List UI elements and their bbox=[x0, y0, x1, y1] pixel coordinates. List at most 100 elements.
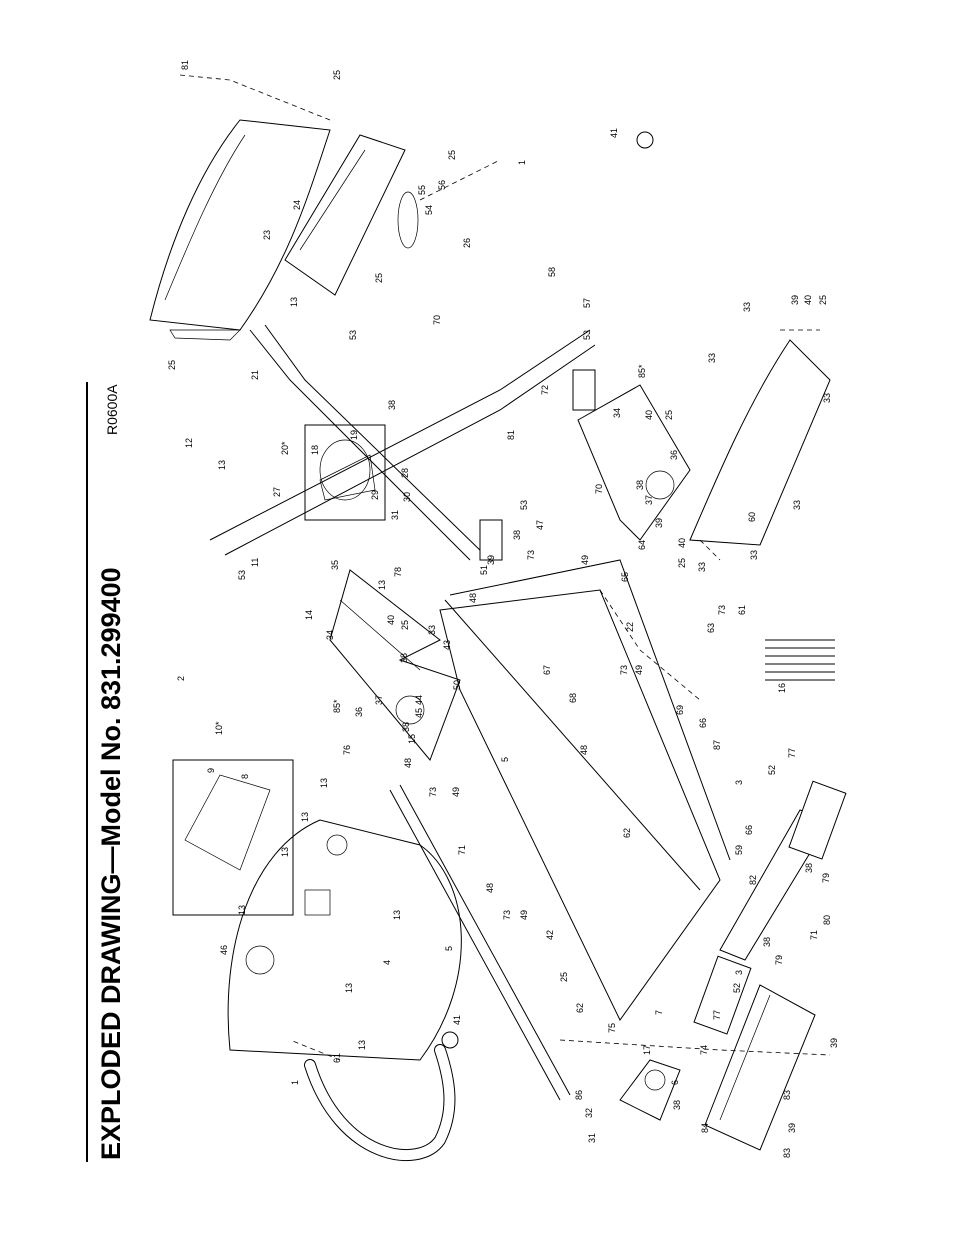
callout-69: 69 bbox=[675, 705, 685, 715]
front-end-cap bbox=[704, 984, 816, 1151]
callout-15: 15 bbox=[407, 734, 417, 744]
callout-39: 39 bbox=[654, 518, 664, 528]
upright-frame bbox=[209, 324, 596, 561]
callout-13: 13 bbox=[344, 983, 354, 993]
callout-26: 26 bbox=[462, 238, 472, 248]
callout-77: 77 bbox=[787, 748, 797, 758]
callout-38: 38 bbox=[399, 653, 409, 663]
callout-40: 40 bbox=[677, 538, 687, 548]
callout-51: 51 bbox=[479, 565, 489, 575]
callout-22: 22 bbox=[625, 622, 635, 632]
callout-49: 49 bbox=[519, 910, 529, 920]
side-rail-cover bbox=[689, 339, 831, 546]
callout-7: 7 bbox=[654, 1010, 664, 1015]
callout-81: 81 bbox=[506, 430, 516, 440]
callout-39: 39 bbox=[486, 555, 496, 565]
callout-38: 38 bbox=[387, 400, 397, 410]
callout-52: 52 bbox=[767, 765, 777, 775]
callout-5: 5 bbox=[500, 757, 510, 762]
callout-32: 32 bbox=[584, 1108, 594, 1118]
callout-19: 19 bbox=[349, 430, 359, 440]
callout-61: 61 bbox=[737, 605, 747, 615]
callout-53: 53 bbox=[582, 330, 592, 340]
callout-6: 6 bbox=[670, 1080, 680, 1085]
callout-25: 25 bbox=[400, 620, 410, 630]
callout-31: 31 bbox=[587, 1133, 597, 1143]
callout-33: 33 bbox=[742, 302, 752, 312]
motor-hood bbox=[149, 119, 331, 341]
callout-38: 38 bbox=[512, 530, 522, 540]
callout-71: 71 bbox=[457, 845, 467, 855]
callout-39: 39 bbox=[787, 1123, 797, 1133]
callout-61: 61 bbox=[332, 1053, 342, 1063]
callout-87: 87 bbox=[712, 740, 722, 750]
hardware-bars bbox=[765, 639, 835, 681]
callout-44: 44 bbox=[414, 695, 424, 705]
callout-71: 71 bbox=[809, 930, 819, 940]
callout-8: 8 bbox=[240, 774, 250, 779]
callout-60: 60 bbox=[747, 512, 757, 522]
callout-25: 25 bbox=[167, 360, 177, 370]
callout-34: 34 bbox=[325, 630, 335, 640]
callout-36: 36 bbox=[354, 707, 364, 717]
callout-27: 27 bbox=[272, 487, 282, 497]
callout-45: 45 bbox=[414, 708, 424, 718]
callout-62: 62 bbox=[622, 828, 632, 838]
callout-73: 73 bbox=[619, 665, 629, 675]
callout-48: 48 bbox=[485, 883, 495, 893]
callout-33: 33 bbox=[427, 625, 437, 635]
incline-motor bbox=[619, 1059, 681, 1121]
callout-38: 38 bbox=[762, 937, 772, 947]
callout-49: 49 bbox=[580, 555, 590, 565]
callout-68: 68 bbox=[568, 693, 578, 703]
callout-46: 46 bbox=[219, 945, 229, 955]
callout-13: 13 bbox=[217, 460, 227, 470]
callout-76: 76 bbox=[342, 745, 352, 755]
callout-49: 49 bbox=[451, 787, 461, 797]
callout-25: 25 bbox=[374, 273, 384, 283]
callout-42: 42 bbox=[545, 930, 555, 940]
callout-3: 3 bbox=[734, 780, 744, 785]
callout-38: 38 bbox=[672, 1100, 682, 1110]
callout-83: 83 bbox=[782, 1148, 792, 1158]
callout-64: 64 bbox=[637, 540, 647, 550]
callout-56: 56 bbox=[437, 180, 447, 190]
callout-48: 48 bbox=[468, 593, 478, 603]
callout-73: 73 bbox=[502, 910, 512, 920]
callout-78: 78 bbox=[393, 567, 403, 577]
callout-86: 86 bbox=[574, 1090, 584, 1100]
callout-49: 49 bbox=[634, 665, 644, 675]
callout-40: 40 bbox=[644, 410, 654, 420]
callout-25: 25 bbox=[559, 972, 569, 982]
callout-25: 25 bbox=[818, 295, 828, 305]
motor-inset bbox=[304, 424, 386, 521]
callout-75: 75 bbox=[607, 1023, 617, 1033]
callout-20*: 20* bbox=[280, 441, 290, 455]
callout-79: 79 bbox=[821, 873, 831, 883]
callout-53: 53 bbox=[519, 500, 529, 510]
callout-57: 57 bbox=[582, 298, 592, 308]
callout-16: 16 bbox=[777, 683, 787, 693]
left-handrail bbox=[304, 1031, 459, 1161]
callout-31: 31 bbox=[390, 510, 400, 520]
callout-40: 40 bbox=[386, 615, 396, 625]
console-inset bbox=[172, 759, 294, 916]
callout-9: 9 bbox=[206, 768, 216, 773]
callout-4: 4 bbox=[382, 960, 392, 965]
callout-23: 23 bbox=[262, 230, 272, 240]
callout-85*: 85* bbox=[332, 699, 342, 713]
callout-33: 33 bbox=[749, 550, 759, 560]
callout-41: 41 bbox=[609, 128, 619, 138]
callout-12: 12 bbox=[184, 438, 194, 448]
callout-53: 53 bbox=[237, 570, 247, 580]
hood-bracket bbox=[284, 134, 419, 296]
callout-5: 5 bbox=[444, 946, 454, 951]
callout-18: 18 bbox=[310, 445, 320, 455]
right-handrail bbox=[490, 131, 654, 345]
callout-38: 38 bbox=[401, 722, 411, 732]
callout-55: 55 bbox=[417, 185, 427, 195]
right-roller-inset bbox=[577, 384, 691, 541]
callout-65: 65 bbox=[620, 572, 630, 582]
